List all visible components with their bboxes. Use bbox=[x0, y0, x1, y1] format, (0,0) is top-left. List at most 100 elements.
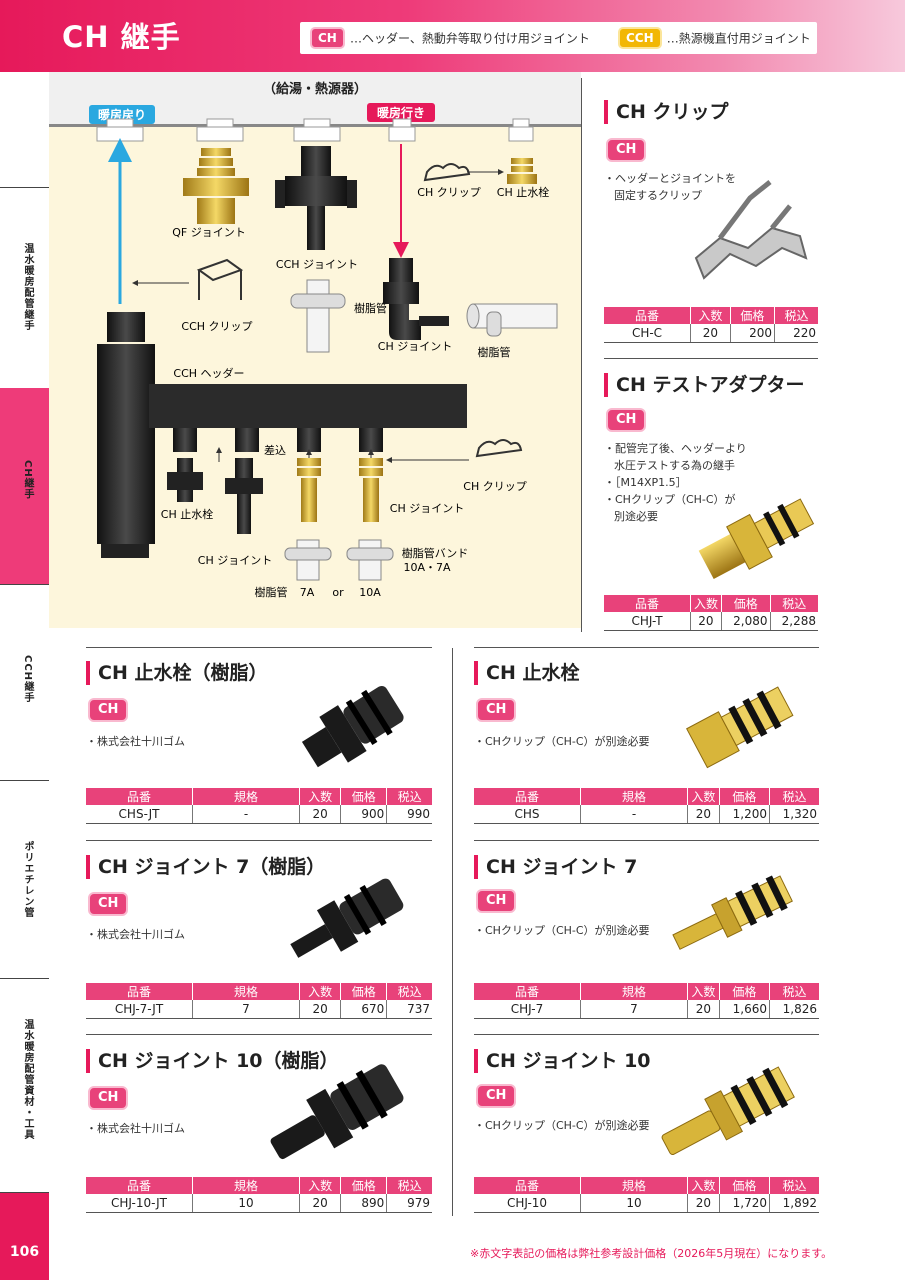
ch-joint-black-label: CH ジョイント bbox=[198, 554, 272, 567]
cch-badge: CCH bbox=[618, 27, 662, 49]
resin-pipe-2-illustration bbox=[466, 303, 558, 337]
chs-title: CH 止水栓 bbox=[474, 661, 579, 685]
size-7a-label: 7A bbox=[300, 586, 315, 599]
spec-header-row: 品番 入数 価格 税込 bbox=[604, 595, 818, 612]
ch-clip-product-image bbox=[694, 180, 808, 280]
spec-header-row: 品番 規格 入数 価格 税込 bbox=[474, 788, 819, 805]
qf-joint-illustration bbox=[183, 148, 249, 224]
table-row: CHS - 20 1,200 1,320 bbox=[474, 805, 819, 824]
ch-badge: CH bbox=[606, 408, 647, 432]
chs-spec-table: 品番 規格 入数 価格 税込 CHS - 20 1,200 1,320 bbox=[474, 788, 819, 824]
chj7-jt-title: CH ジョイント 7（樹脂） bbox=[86, 855, 325, 879]
chs-jt-title: CH 止水栓（樹脂） bbox=[86, 661, 267, 685]
ch-clip-top-label: CH クリップ bbox=[417, 186, 480, 199]
chj7-title: CH ジョイント 7 bbox=[474, 855, 637, 879]
supply-badge bbox=[367, 103, 435, 122]
sidebar-section-heating-materials[interactable]: 温水暖房配管資材・工具 bbox=[0, 979, 49, 1193]
resin-pipe-2-label: 樹脂管 bbox=[478, 345, 511, 359]
ch-badge: CH bbox=[88, 892, 129, 916]
ch-badge: CH bbox=[310, 27, 345, 49]
ch-badge: CH bbox=[476, 1084, 517, 1108]
ch-clip-right-label: CH クリップ bbox=[463, 480, 526, 493]
section-divider bbox=[474, 647, 819, 648]
table-row: CH-C 20 200 220 bbox=[604, 324, 818, 343]
supply-label: 暖房行き bbox=[377, 105, 425, 120]
return-label: 暖房戻り bbox=[98, 107, 146, 122]
chj7-jt-product-image bbox=[290, 878, 404, 958]
chj10-jt-badge-wrap: CH bbox=[88, 1086, 129, 1110]
or-label: or bbox=[332, 586, 344, 599]
legend-cch-text: …熱源機直付用ジョイント bbox=[666, 31, 811, 46]
table-row: CHJ-7 7 20 1,660 1,826 bbox=[474, 1000, 819, 1019]
chj10-jt-spec-table: 品番 規格 入数 価格 税込 CHJ-10-JT 10 20 890 979 bbox=[86, 1177, 432, 1213]
sidebar-section-heating-fittings[interactable]: 温水暖房配管継手 bbox=[0, 187, 49, 389]
right-column-divider bbox=[581, 78, 582, 632]
chj10-jt-product-image bbox=[270, 1064, 404, 1160]
cch-clip-label: CCH クリップ bbox=[181, 320, 252, 333]
section-divider bbox=[86, 647, 432, 648]
table-row: CHJ-T 20 2,080 2,288 bbox=[604, 612, 818, 631]
cch-joint-illustration bbox=[275, 146, 357, 250]
price-footnote: ※赤文字表記の価格は弊社参考設計価格（2026年5月現在）になります。 bbox=[470, 1247, 833, 1260]
band-size-label: 10A・7A bbox=[403, 561, 451, 574]
heat-source-label: （給湯・熱源器） bbox=[263, 81, 367, 97]
spec-header-row: 品番 規格 入数 価格 税込 bbox=[474, 983, 819, 1000]
spec-header-row: 品番 規格 入数 価格 税込 bbox=[474, 1177, 819, 1194]
sidebar-section-ch-fittings[interactable]: CH継手 bbox=[0, 388, 49, 585]
table-row: CHJ-10-JT 10 20 890 979 bbox=[86, 1194, 432, 1213]
page-number: 106 bbox=[9, 1244, 40, 1260]
spec-header-row: 品番 規格 入数 価格 税込 bbox=[86, 1177, 432, 1194]
table-row: CHJ-7-JT 7 20 670 737 bbox=[86, 1000, 432, 1019]
ch-test-adapter-badge-wrap: CH bbox=[606, 408, 647, 432]
chj7-jt-description: 株式会社十川ゴム bbox=[86, 926, 185, 943]
section-divider bbox=[474, 840, 819, 841]
cch-joint-label: CCH ジョイント bbox=[276, 258, 358, 271]
chj10-description: CHクリップ（CH-C）が別途必要 bbox=[474, 1117, 650, 1134]
sidebar: 温水暖房配管継手 CH継手 CCH継手 ポリエチレン管 温水暖房配管資材・工具 bbox=[0, 72, 49, 1280]
chj7-description: CHクリップ（CH-C）が別途必要 bbox=[474, 922, 650, 939]
cch-header-illustration bbox=[97, 312, 467, 558]
ch-stop-bottom-illustration bbox=[167, 458, 203, 502]
return-badge bbox=[89, 105, 155, 124]
chj10-product-image bbox=[661, 1066, 795, 1156]
ch-badge: CH bbox=[476, 889, 517, 913]
column-divider bbox=[452, 648, 453, 1216]
chs-jt-spec-table: 品番 規格 入数 価格 税込 CHS-JT - 20 900 990 bbox=[86, 788, 432, 824]
sidebar-section-polyethylene-pipe[interactable]: ポリエチレン管 bbox=[0, 781, 49, 979]
sidebar-section-cch-fittings[interactable]: CCH継手 bbox=[0, 585, 49, 781]
chs-description: CHクリップ（CH-C）が別途必要 bbox=[474, 733, 650, 750]
chj7-product-image bbox=[672, 875, 793, 950]
table-row: CHS-JT - 20 900 990 bbox=[86, 805, 432, 824]
section-divider bbox=[86, 1034, 432, 1035]
ch-badge: CH bbox=[88, 1086, 129, 1110]
ch-badge: CH bbox=[476, 698, 517, 722]
chs-jt-product-image bbox=[301, 686, 404, 768]
qf-joint-label: QF ジョイント bbox=[172, 226, 245, 239]
ch-joint-elbow-illustration bbox=[383, 258, 449, 340]
resin-pipe-1-illustration bbox=[290, 279, 346, 353]
chs-badge-wrap: CH bbox=[476, 698, 517, 722]
ch-test-adapter-spec-table: 品番 入数 価格 税込 CHJ-T 20 2,080 2,288 bbox=[604, 595, 818, 631]
ch-stop-bottom-label: CH 止水栓 bbox=[161, 507, 213, 521]
spec-header-row: 品番 規格 入数 価格 税込 bbox=[86, 788, 432, 805]
resin-pipe-bottom-illustration bbox=[284, 539, 394, 581]
section-divider bbox=[604, 358, 818, 359]
cch-clip-illustration bbox=[196, 258, 244, 300]
ch-joint-brass-illustration bbox=[297, 458, 383, 522]
chj7-jt-badge-wrap: CH bbox=[88, 892, 129, 916]
ch-clip-title: CH クリップ bbox=[604, 100, 728, 124]
ch-joint-brass-label: CH ジョイント bbox=[390, 502, 464, 515]
ch-clip-top-illustration bbox=[423, 163, 471, 182]
chs-jt-badge-wrap: CH bbox=[88, 698, 129, 722]
ch-joint-black-illustration bbox=[225, 458, 263, 534]
chj7-jt-spec-table: 品番 規格 入数 価格 税込 CHJ-7-JT 7 20 670 737 bbox=[86, 983, 432, 1019]
badge-legend: CH …ヘッダー、熱動弁等取り付け用ジョイント CCH …熱源機直付用ジョイント bbox=[300, 22, 817, 54]
insert-label: 差込 bbox=[264, 443, 286, 457]
page-number-tab bbox=[0, 1193, 49, 1280]
system-diagram: （給湯・熱源器） 暖房戻り 暖房行き QF ジョイント bbox=[49, 72, 581, 628]
cch-header-label: CCH ヘッダー bbox=[173, 366, 244, 380]
ch-stop-top-label: CH 止水栓 bbox=[497, 185, 549, 199]
spec-header-row: 品番 入数 価格 税込 bbox=[604, 307, 818, 324]
chj10-badge-wrap: CH bbox=[476, 1084, 517, 1108]
page-title: CH 継手 bbox=[62, 20, 181, 54]
